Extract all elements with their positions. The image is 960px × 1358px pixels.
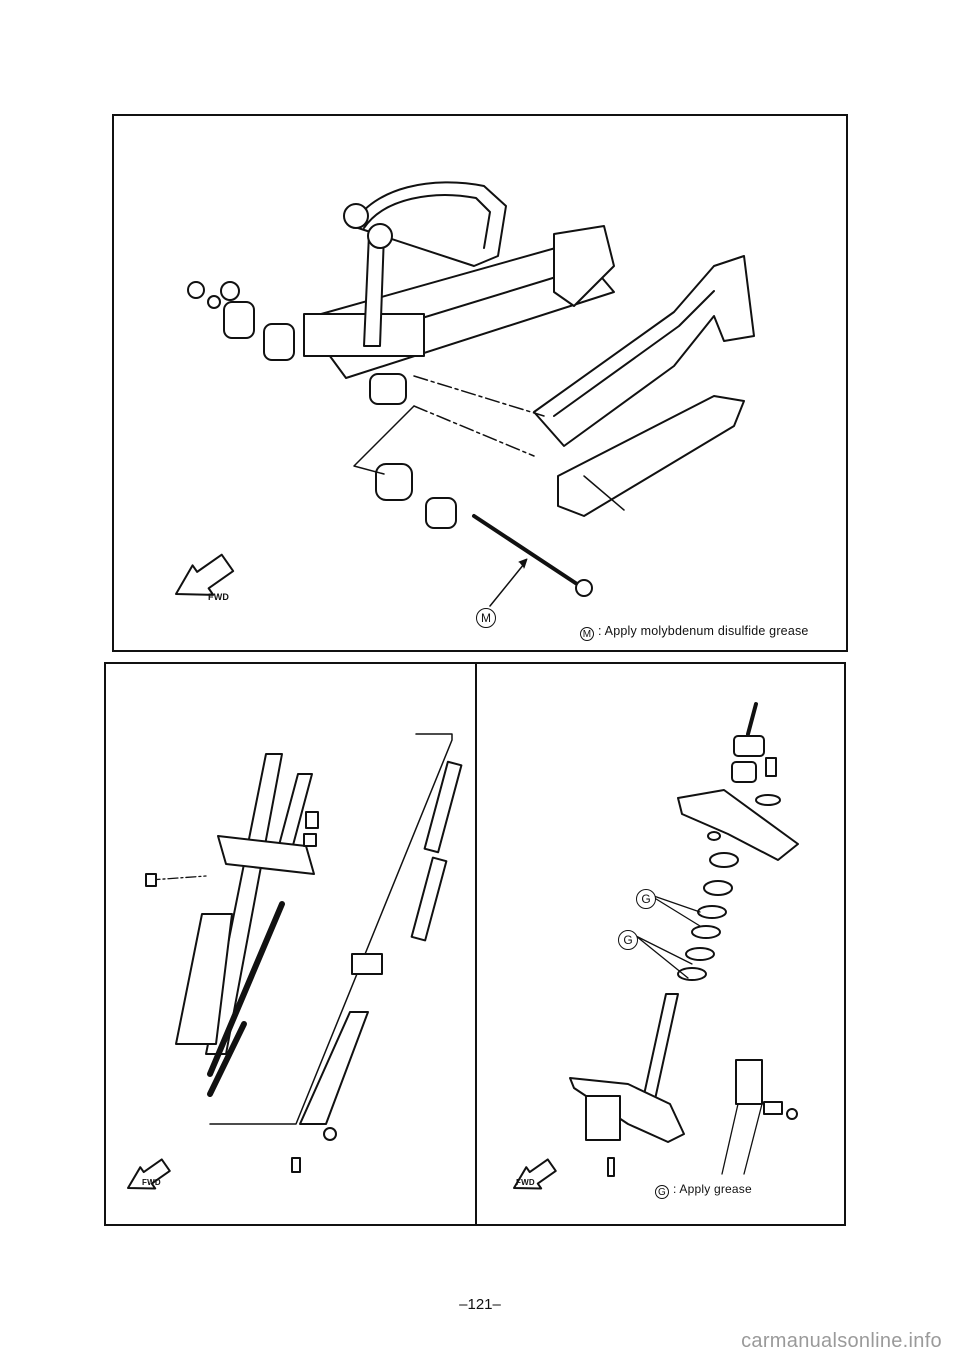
apply-grease-note: G : Apply grease bbox=[655, 1182, 752, 1199]
watermark: carmanualsonline.info bbox=[741, 1330, 942, 1352]
grease-callout-g-lower: G bbox=[618, 930, 638, 950]
front-fork-exploded-view bbox=[127, 733, 463, 1190]
panel-divider bbox=[475, 662, 477, 1226]
swingarm-diagram-panel: M FWD M : Apply molybdenum disulfide grea… bbox=[112, 114, 848, 652]
apply-grease-text: : Apply grease bbox=[673, 1182, 752, 1196]
fwd-label-fork: FWD bbox=[142, 1178, 161, 1187]
grease-symbol-g: G bbox=[655, 1185, 669, 1199]
fwd-label-top: FWD bbox=[208, 592, 230, 602]
grease-callout-g-upper: G bbox=[636, 889, 656, 909]
fwd-label-steering: FWD bbox=[516, 1178, 535, 1187]
page-number: –121– bbox=[459, 1296, 501, 1313]
swingarm-exploded-view bbox=[175, 181, 755, 607]
molybdenum-grease-note: M : Apply molybdenum disulfide grease bbox=[580, 624, 809, 641]
steering-exploded-view bbox=[513, 702, 799, 1190]
grease-symbol-m: M bbox=[580, 627, 594, 641]
grease-callout-m: M bbox=[476, 608, 496, 628]
molybdenum-grease-text: : Apply molybdenum disulfide grease bbox=[598, 624, 809, 638]
